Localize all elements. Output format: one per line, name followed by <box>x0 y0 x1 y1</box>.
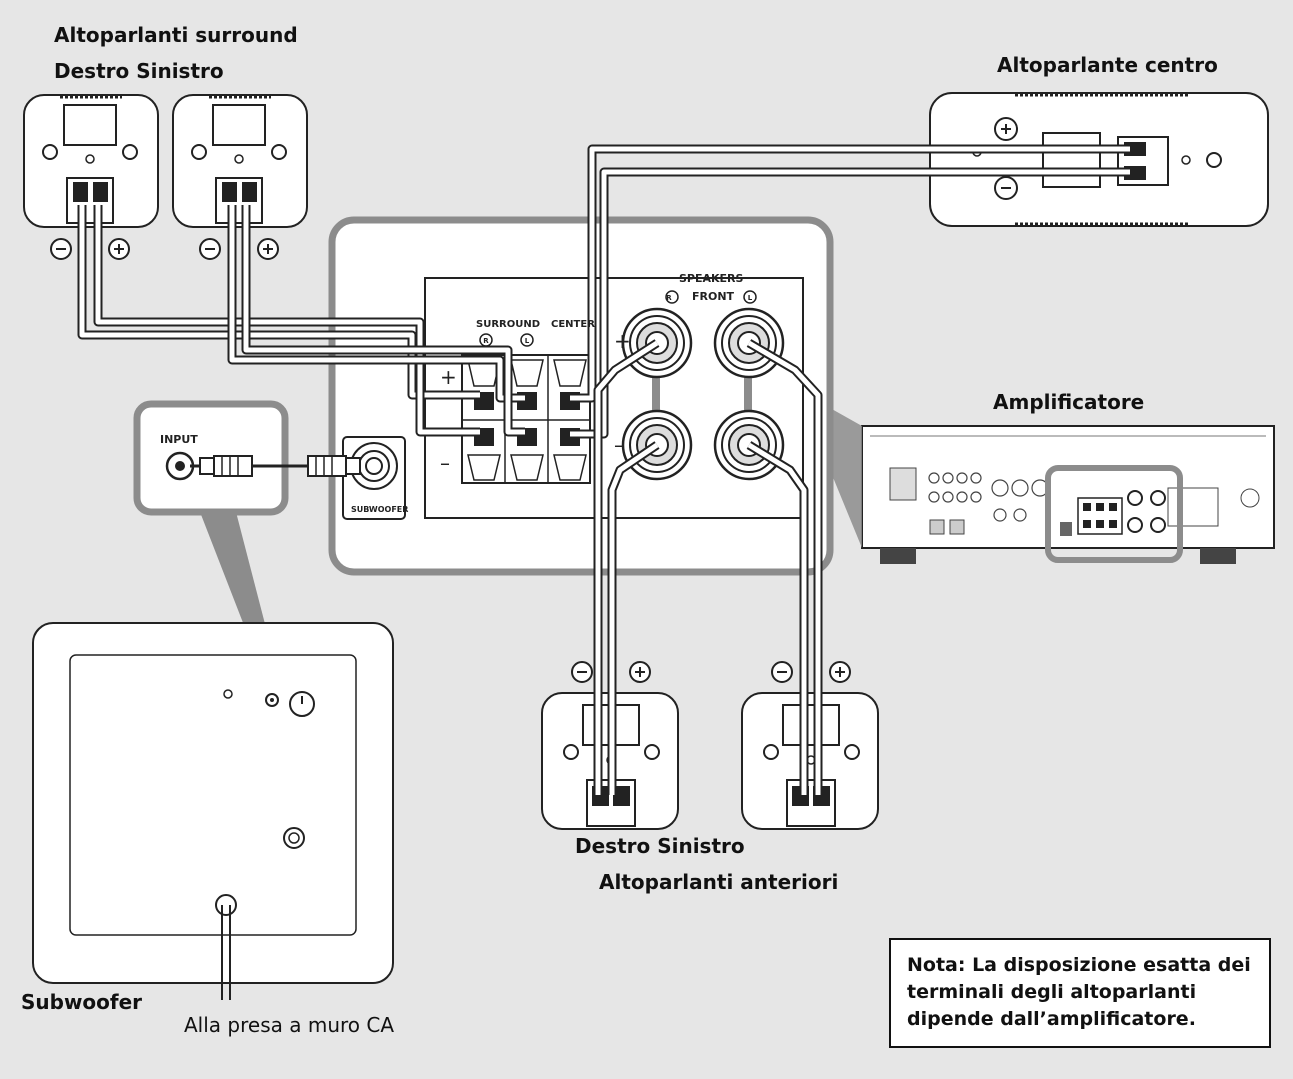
note-line-2: terminali degli altoparlanti <box>907 981 1197 1003</box>
amplifier-title: Amplificatore <box>993 390 1145 414</box>
surround-label: SURROUND <box>476 319 540 330</box>
speakers-label: SPEAKERS <box>679 272 744 285</box>
note-line-1: Nota: La disposizione esatta dei <box>907 954 1251 976</box>
subwoofer-title: Subwoofer <box>21 990 143 1014</box>
terminal-minus-sign: – <box>440 451 450 475</box>
surround-speaker-right <box>23 94 159 260</box>
front-l-marker <box>743 290 757 304</box>
speaker-wires <box>77 144 1130 795</box>
wall-outlet-label: Alla presa a muro CA <box>184 1013 395 1037</box>
amplifier-receiver <box>861 425 1275 564</box>
center-speaker <box>929 92 1269 227</box>
post-minus-sign: – <box>614 433 624 457</box>
surround-speaker-left <box>172 94 308 260</box>
front-r-text: R <box>666 294 672 302</box>
surround-right-left-label: Destro Sinistro <box>54 59 224 83</box>
note-box: Nota: La disposizione esatta dei termina… <box>889 938 1271 1048</box>
terminal-plus-sign: + <box>440 365 457 389</box>
surround-speakers-title: Altoparlanti surround <box>54 23 298 47</box>
subwoofer-unit <box>32 622 394 1000</box>
front-speaker-left <box>741 661 879 830</box>
subwoofer-jack <box>342 436 406 520</box>
subwoofer-jack-label: SUBWOOFER <box>351 505 408 514</box>
surround-l-text: L <box>525 337 530 345</box>
front-r-marker <box>665 290 679 304</box>
spring-terminal-block <box>461 354 591 484</box>
surround-r-text: R <box>483 337 489 345</box>
rca-cable <box>190 455 361 477</box>
front-speakers-title: Altoparlanti anteriori <box>599 870 839 894</box>
center-label: CENTER <box>551 319 595 330</box>
center-speaker-title: Altoparlante centro <box>997 53 1218 77</box>
amplifier-callout-connector <box>830 408 862 548</box>
surround-l-marker <box>520 333 534 347</box>
note-line-3: dipende dall’amplificatore. <box>907 1008 1196 1030</box>
post-plus-sign: + <box>614 329 631 353</box>
front-right-left-label: Destro Sinistro <box>575 834 745 858</box>
front-label: FRONT <box>692 290 735 303</box>
input-label: INPUT <box>160 433 198 446</box>
front-l-text: L <box>748 294 753 302</box>
